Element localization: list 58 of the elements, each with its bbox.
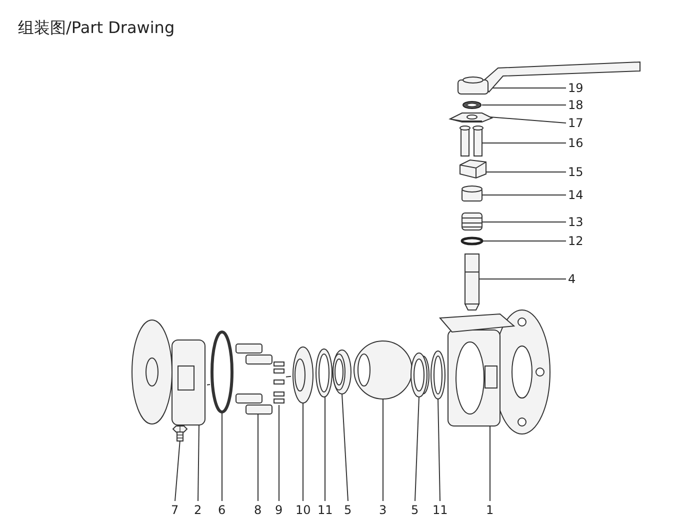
seat-drawing [332,350,352,394]
leader-line [278,404,280,502]
leader-line [482,240,566,242]
callout-number: 18 [568,98,584,112]
seat-drawing [410,352,430,398]
leader-line [482,142,566,144]
o-ring-drawing [460,236,484,246]
callout-number: 4 [568,272,576,286]
packing-drawing [462,212,482,230]
callout-number: 19 [568,81,584,95]
callout-number: 11 [318,503,333,517]
leader-line [302,402,304,502]
stud-set-drawing [236,344,272,414]
leader-line [324,396,326,502]
bolt-drawing [172,426,188,442]
leader-line [490,116,566,124]
callout-number: 1 [486,503,494,517]
callout-number: 12 [568,234,584,248]
callout-number: 8 [254,503,262,517]
callout-number: 5 [411,503,419,517]
diagram-title: 组装图/Part Drawing [18,18,175,39]
leader-line [482,104,566,106]
leader-line [414,396,420,502]
callout-number: 9 [275,503,283,517]
gland-drawing [460,159,486,179]
seal-ring-drawing [430,350,446,400]
seal-ring-drawing [316,348,332,398]
leader-line [482,194,566,196]
bolt-pair-drawing [460,126,484,156]
gasket-drawing [210,330,234,414]
callout-number: 7 [171,503,179,517]
leader-line [478,278,566,280]
ball-drawing [354,340,412,400]
callout-number: 15 [568,165,584,179]
callout-number: 6 [218,503,226,517]
washer-drawing [462,101,482,109]
callout-number: 11 [432,503,448,517]
leader-line [438,398,440,502]
end-cap-drawing [132,320,206,426]
nut-drawing [462,186,482,202]
leader-line [382,398,384,502]
handle-drawing [458,61,640,94]
stem-drawing [464,254,480,310]
valve-body-drawing [438,310,550,434]
callout-number: 14 [568,188,584,202]
callout-number: 16 [568,136,584,150]
callout-number: 10 [296,503,311,517]
callout-number: 3 [379,503,387,517]
callout-number: 13 [568,215,584,229]
leader-line [342,394,348,502]
callout-number: 5 [344,503,352,517]
callout-number: 2 [194,503,202,517]
gland-plate-drawing [448,112,494,122]
leader-line [174,440,180,502]
ring-drawing [292,346,314,404]
leader-line [198,424,200,502]
nut-set-drawing [274,362,284,404]
callout-number: 17 [568,116,584,130]
